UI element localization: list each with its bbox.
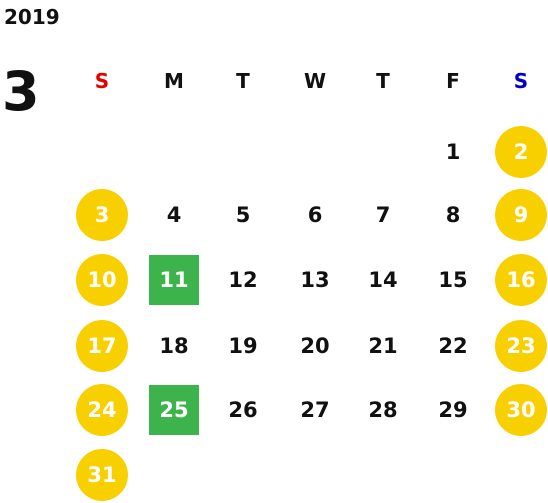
calendar-day-7[interactable]: 7 [375, 203, 391, 227]
calendar-month: 3 [2, 60, 40, 123]
weekday-header-fri: F [446, 69, 460, 93]
calendar-day-20[interactable]: 20 [300, 334, 330, 358]
calendar-day-14[interactable]: 14 [368, 268, 398, 292]
calendar-day-1[interactable]: 1 [445, 140, 461, 164]
calendar-day-2[interactable]: 2 [495, 126, 547, 178]
calendar-day-4[interactable]: 4 [166, 203, 182, 227]
calendar-day-26[interactable]: 26 [228, 398, 258, 422]
weekday-header-tue: T [236, 69, 250, 93]
weekday-header-mon: M [164, 69, 184, 93]
calendar-day-16[interactable]: 16 [495, 254, 547, 306]
calendar-day-19[interactable]: 19 [228, 334, 258, 358]
calendar-day-12[interactable]: 12 [228, 268, 258, 292]
calendar-day-18[interactable]: 18 [159, 334, 189, 358]
weekday-header-sun: S [94, 69, 110, 93]
calendar-day-6[interactable]: 6 [307, 203, 323, 227]
calendar-day-28[interactable]: 28 [368, 398, 398, 422]
calendar-day-30[interactable]: 30 [495, 384, 547, 436]
calendar-day-29[interactable]: 29 [438, 398, 468, 422]
calendar-day-3[interactable]: 3 [76, 189, 128, 241]
calendar-day-27[interactable]: 27 [300, 398, 330, 422]
calendar-day-5[interactable]: 5 [235, 203, 251, 227]
weekday-header-thu: T [376, 69, 390, 93]
calendar-day-17[interactable]: 17 [76, 320, 128, 372]
calendar-day-10[interactable]: 10 [76, 254, 128, 306]
weekday-header-sat: S [513, 69, 529, 93]
calendar-day-9[interactable]: 9 [495, 189, 547, 241]
calendar-day-31[interactable]: 31 [76, 449, 128, 501]
calendar-day-21[interactable]: 21 [368, 334, 398, 358]
calendar-day-13[interactable]: 13 [300, 268, 330, 292]
calendar-day-23[interactable]: 23 [495, 320, 547, 372]
calendar-day-15[interactable]: 15 [438, 268, 468, 292]
calendar-year: 2019 [4, 5, 60, 29]
calendar-day-24[interactable]: 24 [76, 384, 128, 436]
calendar-day-25[interactable]: 25 [149, 385, 199, 435]
calendar-day-22[interactable]: 22 [438, 334, 468, 358]
calendar-day-8[interactable]: 8 [445, 203, 461, 227]
calendar-day-11[interactable]: 11 [149, 255, 199, 305]
weekday-header-wed: W [303, 69, 327, 93]
